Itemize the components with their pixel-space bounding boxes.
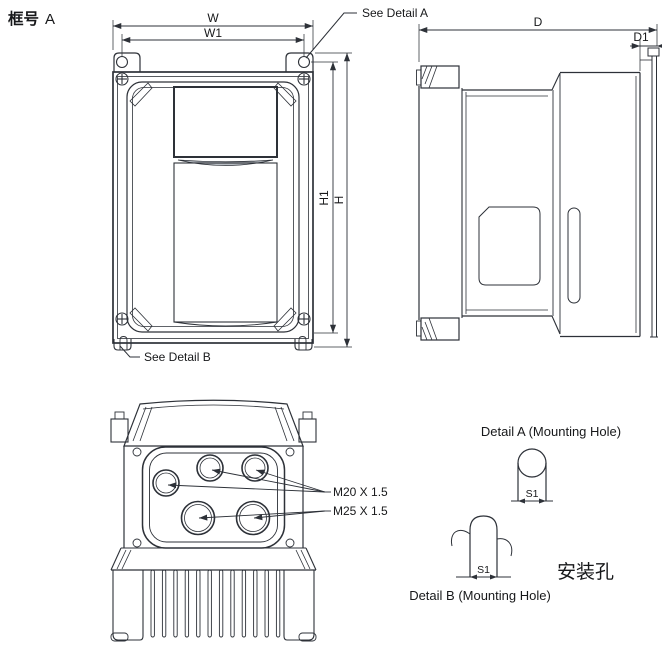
side-profile <box>416 47 660 341</box>
dim-label-w: W <box>207 11 219 25</box>
screw-icon <box>297 72 311 86</box>
detail-b-ear-left <box>450 530 471 547</box>
knockout-m20 <box>241 454 269 482</box>
knockout-m20 <box>152 469 180 497</box>
detail-b-slot <box>469 515 498 577</box>
side-view: D D1 <box>416 15 662 341</box>
side-tab-bottom <box>420 317 460 341</box>
screw-hole-icon <box>132 447 142 457</box>
keypad-cover <box>173 86 278 158</box>
callout-see-detail-a: See Detail A <box>362 6 428 20</box>
keypad-body-panel <box>173 162 278 323</box>
bottom-notches <box>113 336 313 351</box>
detail-b-ear-right <box>496 538 513 557</box>
heatsink-fins <box>150 569 281 638</box>
enclosure-outline <box>112 71 314 344</box>
detail-b: S1 Detail B (Mounting Hole) 安装孔 <box>409 515 614 603</box>
cover-frame-outer <box>126 81 300 333</box>
screw-hole-icon <box>285 447 295 457</box>
knockout-holes <box>152 454 271 536</box>
gland-label-m25: M25 X 1.5 <box>333 504 388 518</box>
dim-label-d1: D1 <box>633 30 649 44</box>
detail-b-arrow-right <box>490 574 497 580</box>
dim-label-d: D <box>534 15 543 29</box>
frame-label-letter: A <box>45 11 55 28</box>
detail-a-arrow-left <box>518 498 525 504</box>
mounting-hole-top-left <box>115 55 129 69</box>
knockout-m25 <box>235 500 271 536</box>
dim-label-h: H <box>332 196 346 205</box>
detail-a-s1-label: S1 <box>526 488 539 500</box>
side-nameplate <box>478 206 541 286</box>
corner-screws <box>115 72 311 326</box>
side-vent-slot <box>567 207 581 304</box>
bottom-tab-right <box>298 418 317 443</box>
screw-hole-icon <box>132 538 142 548</box>
detail-a-hole-circle <box>517 448 547 478</box>
mounting-hole-cn-label: 安装孔 <box>557 561 614 583</box>
corner-wedges <box>129 82 297 332</box>
callout-see-detail-b: See Detail B <box>144 350 211 364</box>
mounting-notch-bottom-right <box>294 339 313 351</box>
dim-label-h1: H1 <box>317 190 331 206</box>
detail-a-arrow-right <box>539 498 546 504</box>
frame-header: 框号 A <box>8 9 55 28</box>
screw-icon <box>115 312 129 326</box>
bottom-body <box>110 399 317 642</box>
enclosure-inner-line <box>117 76 309 339</box>
bottom-cover-face <box>123 399 304 447</box>
detail-a-leader-line <box>305 12 357 59</box>
detail-b-title: Detail B (Mounting Hole) <box>409 588 551 603</box>
knockout-m25 <box>180 500 216 536</box>
bottom-tab-left <box>110 418 129 443</box>
mounting-tab-top-right <box>285 52 314 72</box>
detail-a: Detail A (Mounting Hole) S1 <box>481 424 621 504</box>
frame-label-cn: 框号 <box>8 9 39 28</box>
knockout-m20 <box>196 454 224 482</box>
detail-b-arrow-left <box>470 574 477 580</box>
rail-top-cap <box>647 47 660 57</box>
screw-icon <box>115 72 129 86</box>
detail-b-leader-line <box>119 345 140 358</box>
heatsink-bracket-right <box>283 570 315 641</box>
gland-plate-inner <box>149 452 278 543</box>
mounting-tab-top-left <box>113 52 141 72</box>
gland-leaders <box>167 468 331 521</box>
cover-frame-inner <box>132 87 294 327</box>
detail-a-title: Detail A (Mounting Hole) <box>481 424 621 439</box>
gland-label-m20: M20 X 1.5 <box>333 485 388 499</box>
screw-hole-icon <box>285 538 295 548</box>
side-tab-top <box>420 65 460 89</box>
mounting-hole-top-right <box>297 55 311 69</box>
mounting-notch-bottom-left <box>113 339 132 351</box>
bottom-view: M20 X 1.5 M25 X 1.5 <box>110 399 388 642</box>
heatsink-bracket-left <box>112 570 144 641</box>
keypad-bottom-arc <box>173 321 278 327</box>
front-view: W W1 See Detail A <box>112 6 428 364</box>
dim-label-w1: W1 <box>204 26 222 40</box>
screw-icon <box>297 312 311 326</box>
detail-b-s1-label: S1 <box>477 564 490 576</box>
